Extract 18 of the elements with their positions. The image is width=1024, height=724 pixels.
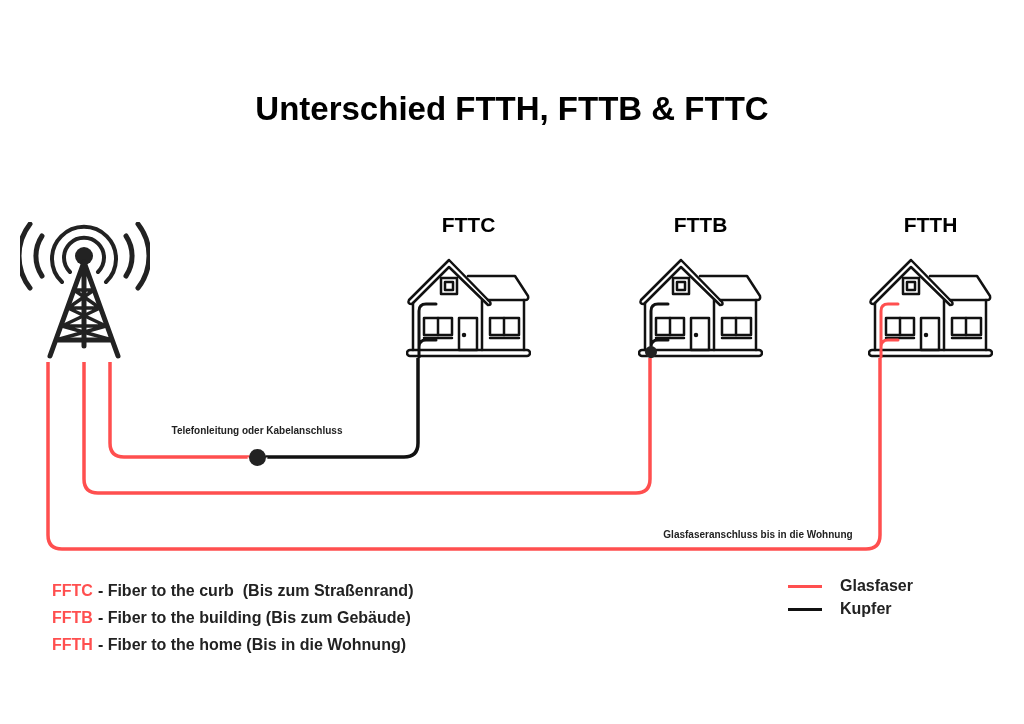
house-heading: FTTH [902,214,959,235]
copper-cable [264,358,420,460]
legend-label: Kupfer [840,599,892,619]
legend-label: Glasfaser [840,576,913,596]
edge-label: Telefonleitung oder Kabelanschluss [169,423,345,438]
fiber-cable [46,358,882,551]
fiber-cable [108,362,251,460]
title: Unterschied FTTH, FTTB & FTTC [254,89,770,129]
abbreviation: FFTC [52,581,93,601]
house-heading: FTTB [672,214,729,235]
house-heading: FTTC [440,214,497,235]
fiber-cable [82,358,652,495]
abbreviation: FFTB [52,608,93,628]
definition-text: - Fiber to the building (Bis zum Gebäude) [97,608,411,628]
edge-label: Glasfaseranschluss bis in die Wohnung [661,527,855,542]
definition-text: - Fiber to the home (Bis in die Wohnung) [97,635,406,655]
abbreviation: FFTH [52,635,93,655]
definition-text: - Fiber to the curb (Bis zum Straßenrand) [97,581,414,601]
